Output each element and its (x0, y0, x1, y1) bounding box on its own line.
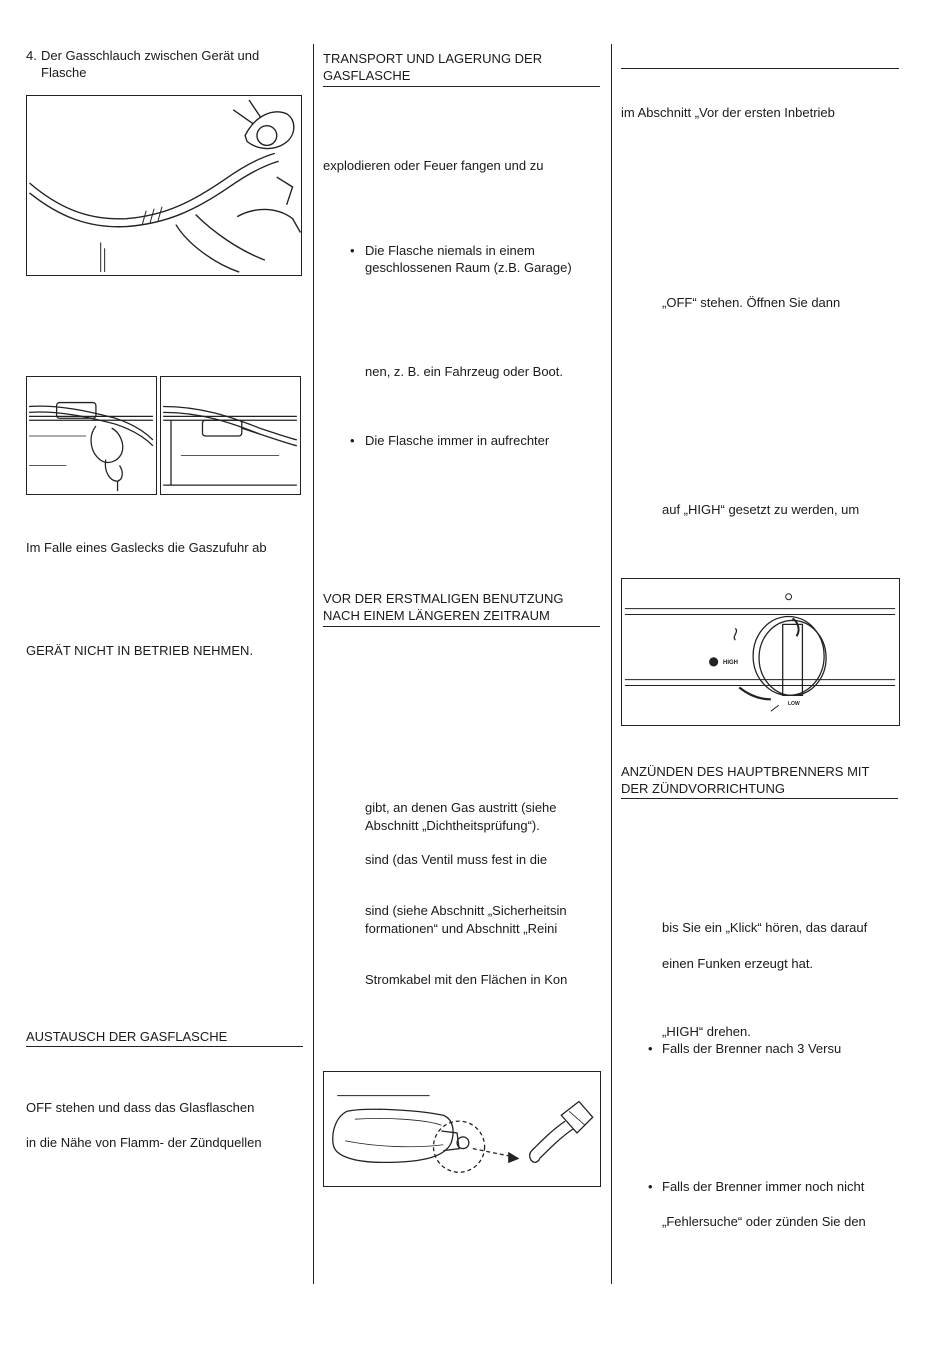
valve-text: sind (das Ventil muss fest in die (365, 852, 548, 867)
leak-bubble-illustration-left (26, 376, 157, 495)
knob-label-high: HIGH (723, 660, 738, 666)
control-knob-illustration: HIGH LOW (621, 578, 900, 726)
replacement-text-1: OFF stehen und dass das Glasflaschen (26, 1100, 255, 1115)
section-reference-text: im Abschnitt „Vor der ersten Inbetrieb (621, 105, 835, 120)
heading-rule-replacement (26, 1046, 303, 1047)
off-position-text: „OFF“ stehen. Öffnen Sie dann (662, 295, 841, 310)
heading-ignite-line-1: ANZÜNDEN DES HAUPTBRENNERS MIT (621, 764, 870, 779)
knob-label-low: LOW (788, 701, 800, 707)
column-divider-2 (611, 44, 612, 1284)
do-not-operate-warning: GERÄT NICHT IN BETRIEB NEHMEN. (26, 643, 254, 658)
bullet-fail-2-text: Falls der Brenner immer noch nicht (662, 1179, 865, 1194)
heading-ignite-line-2: DER ZÜNDVORRICHTUNG (621, 781, 785, 796)
vehicle-text: nen, z. B. ein Fahrzeug oder Boot. (365, 364, 564, 379)
heading-rule-transport (323, 86, 600, 87)
bullet-2-line-1: Die Flasche immer in aufrechter (365, 433, 550, 448)
heading-transport-line-1: TRANSPORT UND LAGERUNG DER (323, 51, 543, 66)
heading-first-use-line-1: VOR DER ERSTMALIGEN BENUTZUNG (323, 591, 564, 606)
burner-connector-illustration (323, 1071, 601, 1187)
high-setting-text: auf „HIGH“ gesetzt zu werden, um (662, 502, 860, 517)
bullet-fail-2-glyph: • (648, 1179, 653, 1194)
replacement-text-2: in die Nähe von Flamm- der Zündquellen (26, 1135, 262, 1150)
gas-escape-text-2: Abschnitt „Dichtheitsprüfung“). (365, 818, 540, 833)
item-4-line-1: Der Gasschlauch zwischen Gerät und (41, 48, 260, 63)
bullet-2-glyph: • (350, 433, 355, 448)
gas-leak-instruction: Im Falle eines Gaslecks die Gaszufuhr ab (26, 540, 267, 555)
leak-bubble-illustration-right (160, 376, 301, 495)
troubleshooting-text: „Fehlersuche“ oder zünden Sie den (662, 1214, 866, 1229)
safety-ref-text-2: formationen“ und Abschnitt „Reini (365, 921, 558, 936)
hose-leak-test-illustration (26, 95, 302, 276)
heading-rule-first-use (323, 626, 600, 627)
bullet-1-glyph: • (350, 243, 355, 258)
item-4-line-2: Flasche (41, 65, 87, 80)
heading-rule-ignite (621, 798, 898, 799)
bullet-1-line-2: geschlossenen Raum (z.B. Garage) (365, 260, 572, 275)
turn-high-text: „HIGH“ drehen. (662, 1024, 751, 1039)
safety-ref-text-1: sind (siehe Abschnitt „Sicherheitsin (365, 903, 567, 918)
heading-rule-top-col3 (621, 68, 899, 69)
bullet-fail-1-text: Falls der Brenner nach 3 Versu (662, 1041, 842, 1056)
heading-transport-line-2: GASFLASCHE (323, 68, 411, 83)
power-cable-text: Stromkabel mit den Flächen in Kon (365, 972, 568, 987)
bullet-1-line-1: Die Flasche niemals in einem (365, 243, 535, 258)
click-text: bis Sie ein „Klick“ hören, das darauf (662, 920, 868, 935)
column-divider-1 (313, 44, 314, 1284)
item-4-number: 4. (26, 48, 37, 63)
spark-text: einen Funken erzeugt hat. (662, 956, 814, 971)
heading-first-use-line-2: NACH EINEM LÄNGEREN ZEITRAUM (323, 608, 550, 623)
gas-escape-text-1: gibt, an denen Gas austritt (siehe (365, 800, 557, 815)
bullet-fail-1-glyph: • (648, 1041, 653, 1056)
heading-gas-cylinder-replacement: AUSTAUSCH DER GASFLASCHE (26, 1029, 228, 1044)
explode-warning-text: explodieren oder Feuer fangen und zu (323, 158, 544, 173)
